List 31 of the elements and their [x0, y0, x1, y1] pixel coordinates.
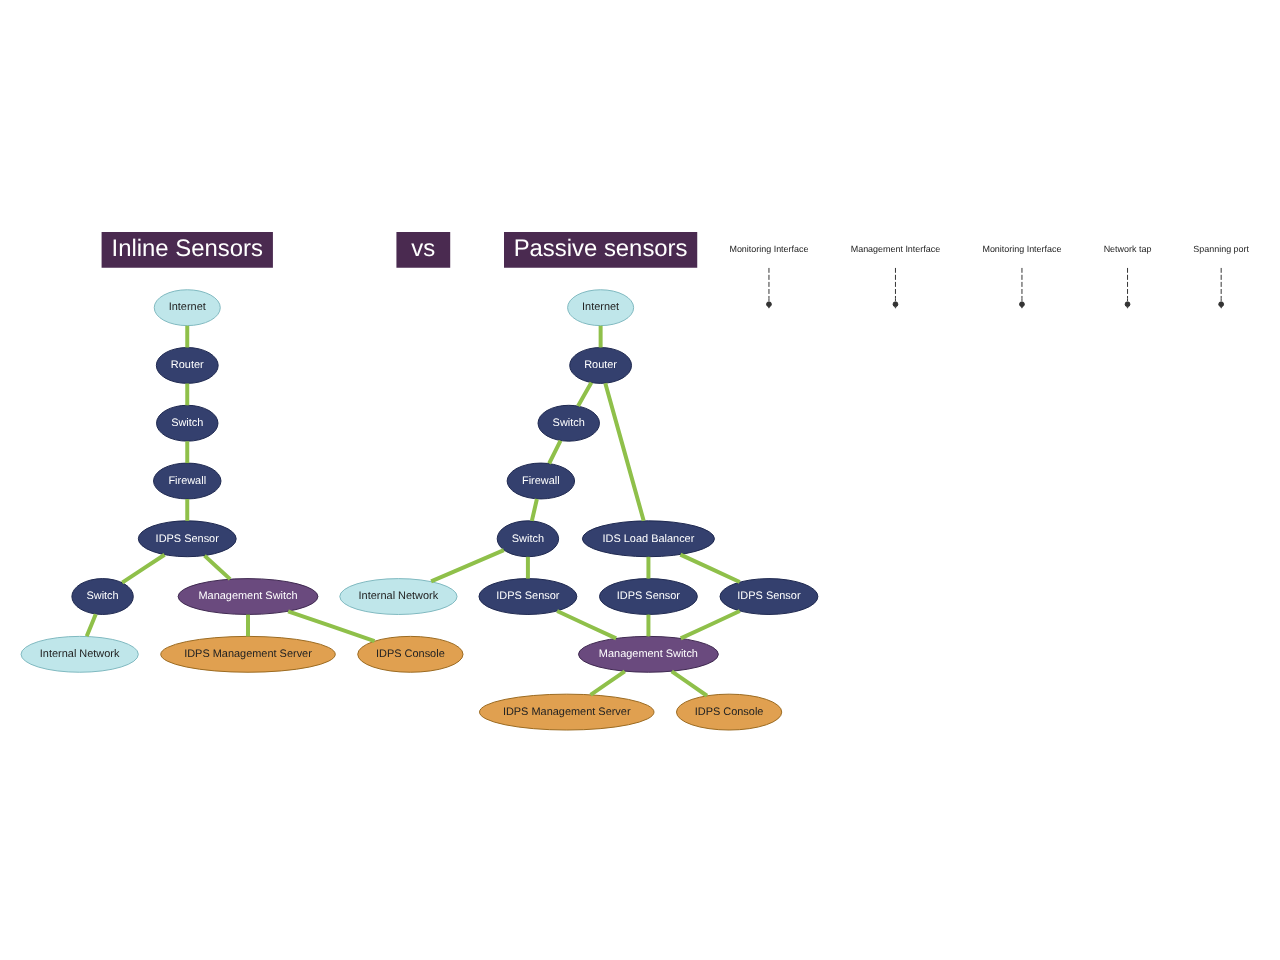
- connector: [679, 608, 741, 640]
- connector: [547, 438, 563, 464]
- connector: [203, 553, 232, 580]
- connector: [603, 381, 646, 521]
- connector: [576, 380, 594, 406]
- connector: [529, 497, 539, 521]
- connector: [1127, 266, 1129, 302]
- label: Inline Sensors: [111, 233, 263, 262]
- connector: [894, 266, 896, 302]
- connector: [646, 555, 651, 578]
- connector: [589, 668, 626, 696]
- connector: [430, 547, 505, 583]
- connector: [185, 498, 190, 520]
- label: vs: [411, 233, 436, 262]
- connector: [670, 668, 709, 697]
- connector: [679, 551, 741, 583]
- connector: [185, 324, 190, 347]
- connector: [121, 552, 166, 584]
- label: Passive sensors: [513, 233, 688, 262]
- connector: [598, 324, 603, 347]
- connector: [1021, 266, 1023, 302]
- connector: [1220, 266, 1222, 302]
- connector: [525, 555, 530, 578]
- connector: [287, 608, 376, 642]
- connector: [646, 613, 651, 636]
- connector: [246, 613, 250, 636]
- connector: [185, 440, 190, 463]
- connector: [768, 266, 770, 302]
- connector: [84, 612, 98, 636]
- connector: [185, 382, 190, 405]
- connector: [556, 608, 617, 640]
